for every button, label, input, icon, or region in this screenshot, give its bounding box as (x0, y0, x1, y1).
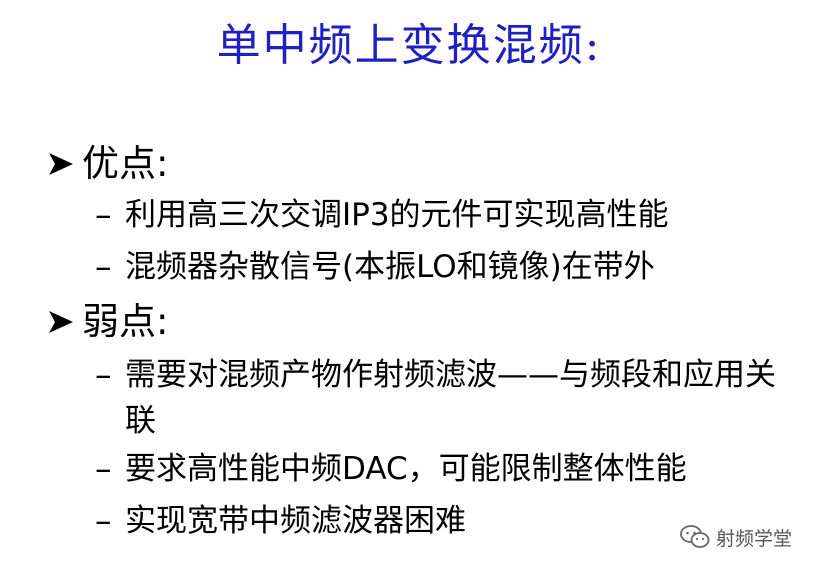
advantage-item: – 混频器杂散信号(本振LO和镜像)在带外 (95, 244, 795, 290)
advantage-item: – 利用高三次交调IP3的元件可实现高性能 (95, 192, 795, 238)
disadvantages-label: 弱点: (82, 300, 169, 343)
dash-bullet: – (95, 355, 112, 394)
dash-bullet: – (95, 501, 112, 540)
watermark: 射频学堂 (680, 524, 792, 554)
disadvantage-item: – 要求高性能中频DAC，可能限制整体性能 (95, 446, 795, 492)
advantage-item-text: 混频器杂散信号(本振LO和镜像)在带外 (125, 249, 655, 285)
advantage-item-text: 利用高三次交调IP3的元件可实现高性能 (125, 197, 669, 233)
wechat-icon (680, 524, 710, 554)
disadvantage-item: – 实现宽带中频滤波器困难 (95, 498, 795, 544)
dash-bullet: – (95, 449, 112, 488)
disadvantage-item: – 需要对混频产物作射频滤波——与频段和应用关联 (95, 352, 795, 444)
disadvantage-item-text: 实现宽带中频滤波器困难 (125, 503, 466, 539)
disadvantage-item-text: 需要对混频产物作射频滤波——与频段和应用关联 (125, 357, 776, 439)
watermark-text: 射频学堂 (715, 528, 792, 550)
advantages-label: 优点: (82, 142, 169, 185)
arrow-bullet-icon (46, 144, 76, 184)
dash-bullet: – (95, 195, 112, 234)
advantages-heading: 优点: (46, 142, 168, 186)
disadvantages-heading: 弱点: (46, 300, 168, 344)
dash-bullet: – (95, 247, 112, 286)
arrow-bullet-icon (46, 302, 76, 342)
disadvantage-item-text: 要求高性能中频DAC，可能限制整体性能 (125, 451, 687, 487)
slide-title: 单中频上变换混频: (216, 20, 602, 71)
